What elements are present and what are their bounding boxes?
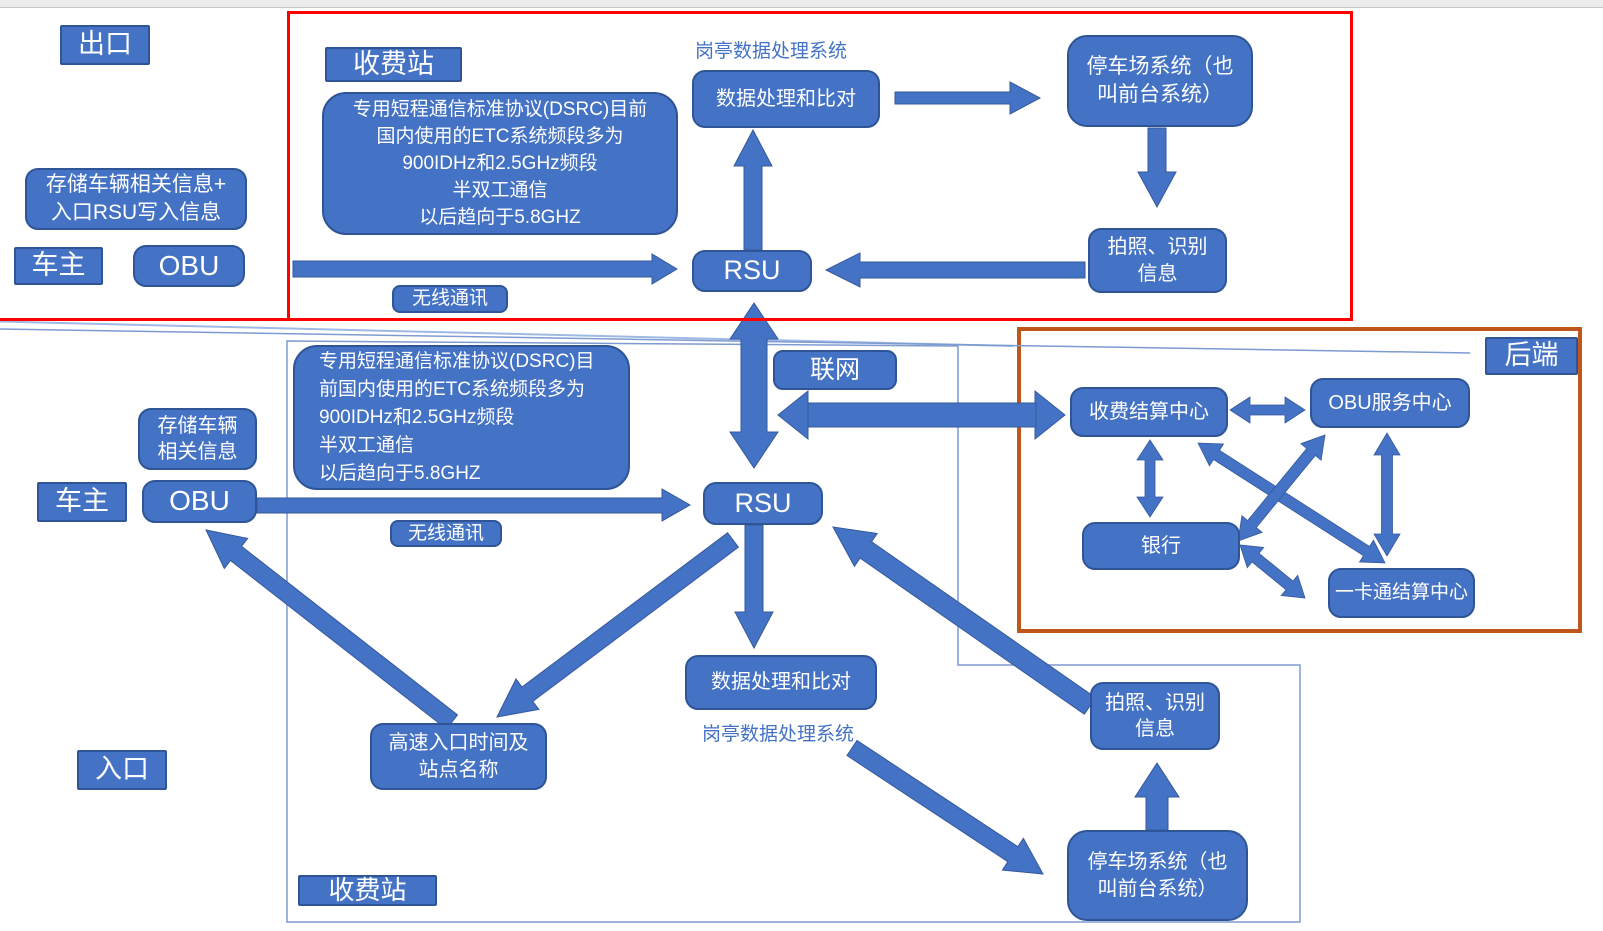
arrow-entrance-rsu-to-highway — [496, 532, 740, 718]
arrow-backend-bank-obuservice — [1237, 434, 1326, 542]
arrow-entrance-obu-to-rsu — [256, 488, 692, 522]
arrow-link-overlap-bar — [807, 402, 1037, 428]
arrow-exit-obu-to-rsu — [292, 253, 678, 285]
exit-storage-box: 存储车辆相关信息+ 入口RSU写入信息 — [25, 168, 247, 230]
arrow-backend-settlement-card — [1197, 442, 1386, 564]
backend-boundary — [1017, 327, 1582, 633]
exit-boundary-extension-line — [0, 318, 287, 321]
arrow-exit-rsu-to-processing — [733, 128, 773, 251]
backend-toll-settlement-box: 收费结算中心 — [1070, 387, 1228, 437]
backend-card-settlement-box: 一卡通结算中心 — [1328, 568, 1475, 618]
exit-tollstation-label: 收费站 — [325, 47, 462, 82]
arrow-entrance-booth-to-parking — [846, 739, 1044, 875]
network-link-box: 联网 — [773, 350, 897, 390]
backend-bank-box: 银行 — [1082, 522, 1240, 570]
entrance-tollstation-boundary — [286, 340, 1301, 923]
exit-rsu-box: RSU — [692, 250, 812, 292]
arrow-rsu-link-vertical — [729, 302, 779, 469]
arrow-exit-parking-to-photo — [1137, 127, 1177, 209]
entrance-booth-system-note: 岗亭数据处理系统 — [702, 724, 855, 745]
arrow-entrance-parking-to-photo — [1134, 762, 1180, 831]
entrance-photo-box: 拍照、识别 信息 — [1090, 682, 1220, 750]
arrow-backend-settlement-bank — [1136, 439, 1164, 518]
entrance-owner-box: 车主 — [37, 482, 127, 522]
entrance-rsu-box: RSU — [703, 482, 823, 525]
entrance-parking-system-box: 停车场系统（也 叫前台系统） — [1067, 830, 1248, 921]
arrow-exit-photo-to-rsu — [824, 252, 1086, 288]
top-gray-bar — [0, 0, 1603, 8]
exit-processing-box: 数据处理和比对 — [692, 70, 880, 128]
exit-booth-system-note: 岗亭数据处理系统 — [695, 41, 848, 62]
arrow-entrance-photo-to-rsu — [832, 526, 1097, 715]
entrance-storage-box: 存储车辆 相关信息 — [138, 408, 257, 470]
stray-line-lower — [0, 328, 1471, 354]
backend-section-label: 后端 — [1485, 337, 1578, 375]
arrow-backend-obuservice-card — [1373, 432, 1401, 557]
arrow-entrance-highway-to-obu — [205, 529, 459, 730]
exit-parking-system-box: 停车场系统（也 叫前台系统） — [1067, 35, 1253, 127]
exit-dsrc-note-box: 专用短程通信标准协议(DSRC)目前 国内使用的ETC系统频段多为 900IDH… — [322, 92, 678, 235]
arrow-backend-bank-card — [1239, 544, 1306, 599]
entrance-highway-entry-box: 高速入口时间及 站点名称 — [370, 723, 547, 790]
exit-wireless-label: 无线通讯 — [392, 285, 508, 313]
exit-obu-box: OBU — [133, 245, 245, 287]
stray-line-upper — [0, 320, 1014, 347]
exit-photo-box: 拍照、识别 信息 — [1088, 228, 1227, 293]
entrance-section-label: 入口 — [77, 750, 167, 790]
entrance-processing-box: 数据处理和比对 — [685, 655, 877, 710]
entrance-wireless-label: 无线通讯 — [390, 520, 502, 547]
exit-owner-box: 车主 — [14, 247, 103, 285]
entrance-dsrc-note-box: 专用短程通信标准协议(DSRC)目 前国内使用的ETC系统频段多为 900IDH… — [293, 345, 630, 490]
entrance-tollstation-label: 收费站 — [298, 875, 437, 906]
backend-obu-service-box: OBU服务中心 — [1310, 378, 1470, 428]
arrow-entrance-rsu-to-processing — [734, 524, 774, 650]
arrow-exit-processing-to-parking — [894, 81, 1042, 115]
exit-section-label: 出口 — [60, 25, 150, 65]
exit-boundary — [287, 11, 1353, 321]
entrance-obu-box: OBU — [142, 480, 257, 523]
arrow-backend-settlement-obuservice — [1229, 396, 1306, 424]
